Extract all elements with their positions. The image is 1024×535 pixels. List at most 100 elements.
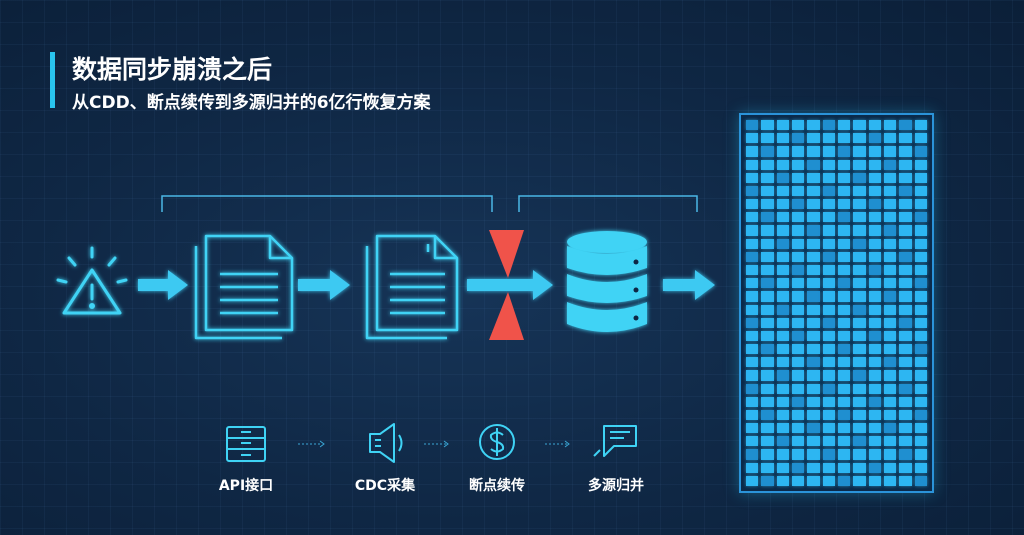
matrix-cell xyxy=(822,304,835,315)
matrix-cell xyxy=(883,344,897,355)
matrix-cell xyxy=(791,357,805,368)
matrix-cell xyxy=(746,199,759,210)
matrix-cell xyxy=(899,264,912,276)
matrix-cell xyxy=(853,133,866,144)
matrix-cell xyxy=(883,146,897,157)
matrix-cell xyxy=(807,317,820,328)
legend-label-cdc: CDC采集 xyxy=(354,478,416,494)
database-icon xyxy=(567,231,647,332)
matrix-cell xyxy=(853,449,866,460)
matrix-cell xyxy=(746,172,759,183)
matrix-cell xyxy=(837,436,851,447)
matrix-cell xyxy=(868,212,881,223)
matrix-cell xyxy=(914,383,927,394)
matrix-cell xyxy=(822,423,835,434)
matrix-cell xyxy=(791,370,805,381)
matrix-cell xyxy=(746,278,759,289)
matrix-cell xyxy=(837,212,851,223)
breakpoint-marker-icon xyxy=(489,230,524,340)
matrix-cell xyxy=(868,159,881,170)
matrix-cell xyxy=(776,475,789,486)
matrix-cell xyxy=(853,370,866,381)
matrix-cell xyxy=(837,357,851,368)
matrix-cell xyxy=(761,423,774,434)
matrix-cell xyxy=(853,159,866,170)
matrix-cell xyxy=(776,238,789,249)
matrix-cell xyxy=(746,185,759,197)
matrix-cell xyxy=(883,383,897,394)
matrix-cell xyxy=(807,409,820,421)
matrix-cell xyxy=(822,475,835,486)
matrix-cell xyxy=(837,120,851,131)
matrix-cell xyxy=(807,238,820,249)
matrix-cell xyxy=(746,449,759,460)
matrix-cell xyxy=(914,436,927,447)
matrix-cell xyxy=(837,317,851,328)
matrix-cell xyxy=(807,436,820,447)
matrix-cell xyxy=(883,409,897,421)
matrix-cell xyxy=(746,370,759,381)
matrix-cell xyxy=(822,330,835,342)
matrix-cell xyxy=(853,212,866,223)
matrix-cell xyxy=(822,317,835,328)
matrix-cell xyxy=(868,396,881,407)
matrix-cell xyxy=(883,317,897,328)
matrix-cell xyxy=(853,225,866,236)
matrix-cell xyxy=(883,133,897,144)
matrix-cell xyxy=(807,185,820,197)
matrix-cell xyxy=(791,199,805,210)
matrix-cell xyxy=(791,330,805,342)
matrix-cell xyxy=(883,185,897,197)
matrix-cell xyxy=(807,120,820,131)
matrix-cell xyxy=(776,409,789,421)
matrix-cell xyxy=(746,317,759,328)
matrix-cell xyxy=(868,330,881,342)
matrix-cell xyxy=(899,330,912,342)
matrix-cell xyxy=(761,212,774,223)
matrix-cell xyxy=(776,304,789,315)
matrix-cell xyxy=(837,185,851,197)
matrix-cell xyxy=(899,172,912,183)
matrix-cell xyxy=(776,225,789,236)
matrix-cell xyxy=(776,133,789,144)
matrix-cell xyxy=(776,330,789,342)
matrix-cell xyxy=(899,396,912,407)
matrix-cell xyxy=(791,449,805,460)
matrix-cell xyxy=(761,251,774,262)
matrix-cell xyxy=(899,409,912,421)
matrix-cell xyxy=(761,436,774,447)
matrix-cell xyxy=(868,251,881,262)
matrix-cell xyxy=(822,344,835,355)
matrix-cell xyxy=(776,396,789,407)
matrix-cell xyxy=(837,423,851,434)
matrix-cell xyxy=(914,120,927,131)
matrix-cell xyxy=(868,146,881,157)
matrix-cell xyxy=(868,185,881,197)
matrix-cell xyxy=(914,370,927,381)
matrix-cell xyxy=(807,159,820,170)
matrix-cell xyxy=(776,185,789,197)
matrix-cell xyxy=(883,462,897,473)
matrix-cell xyxy=(837,396,851,407)
matrix-cell xyxy=(837,330,851,342)
matrix-cell xyxy=(914,423,927,434)
matrix-cell xyxy=(883,172,897,183)
matrix-cell xyxy=(837,449,851,460)
cdc-speaker-icon xyxy=(369,423,403,463)
matrix-cell xyxy=(822,278,835,289)
matrix-cells xyxy=(746,120,927,486)
matrix-cell xyxy=(914,225,927,236)
matrix-cell xyxy=(776,264,789,276)
matrix-cell xyxy=(791,120,805,131)
legend-label-resume: 断点续传 xyxy=(469,478,525,494)
matrix-cell xyxy=(868,462,881,473)
matrix-cell xyxy=(776,159,789,170)
matrix-cell xyxy=(807,291,820,302)
matrix-cell xyxy=(853,278,866,289)
matrix-cell xyxy=(883,423,897,434)
matrix-cell xyxy=(868,199,881,210)
matrix-cell xyxy=(746,383,759,394)
matrix-cell xyxy=(883,396,897,407)
matrix-cell xyxy=(807,449,820,460)
matrix-cell xyxy=(883,436,897,447)
